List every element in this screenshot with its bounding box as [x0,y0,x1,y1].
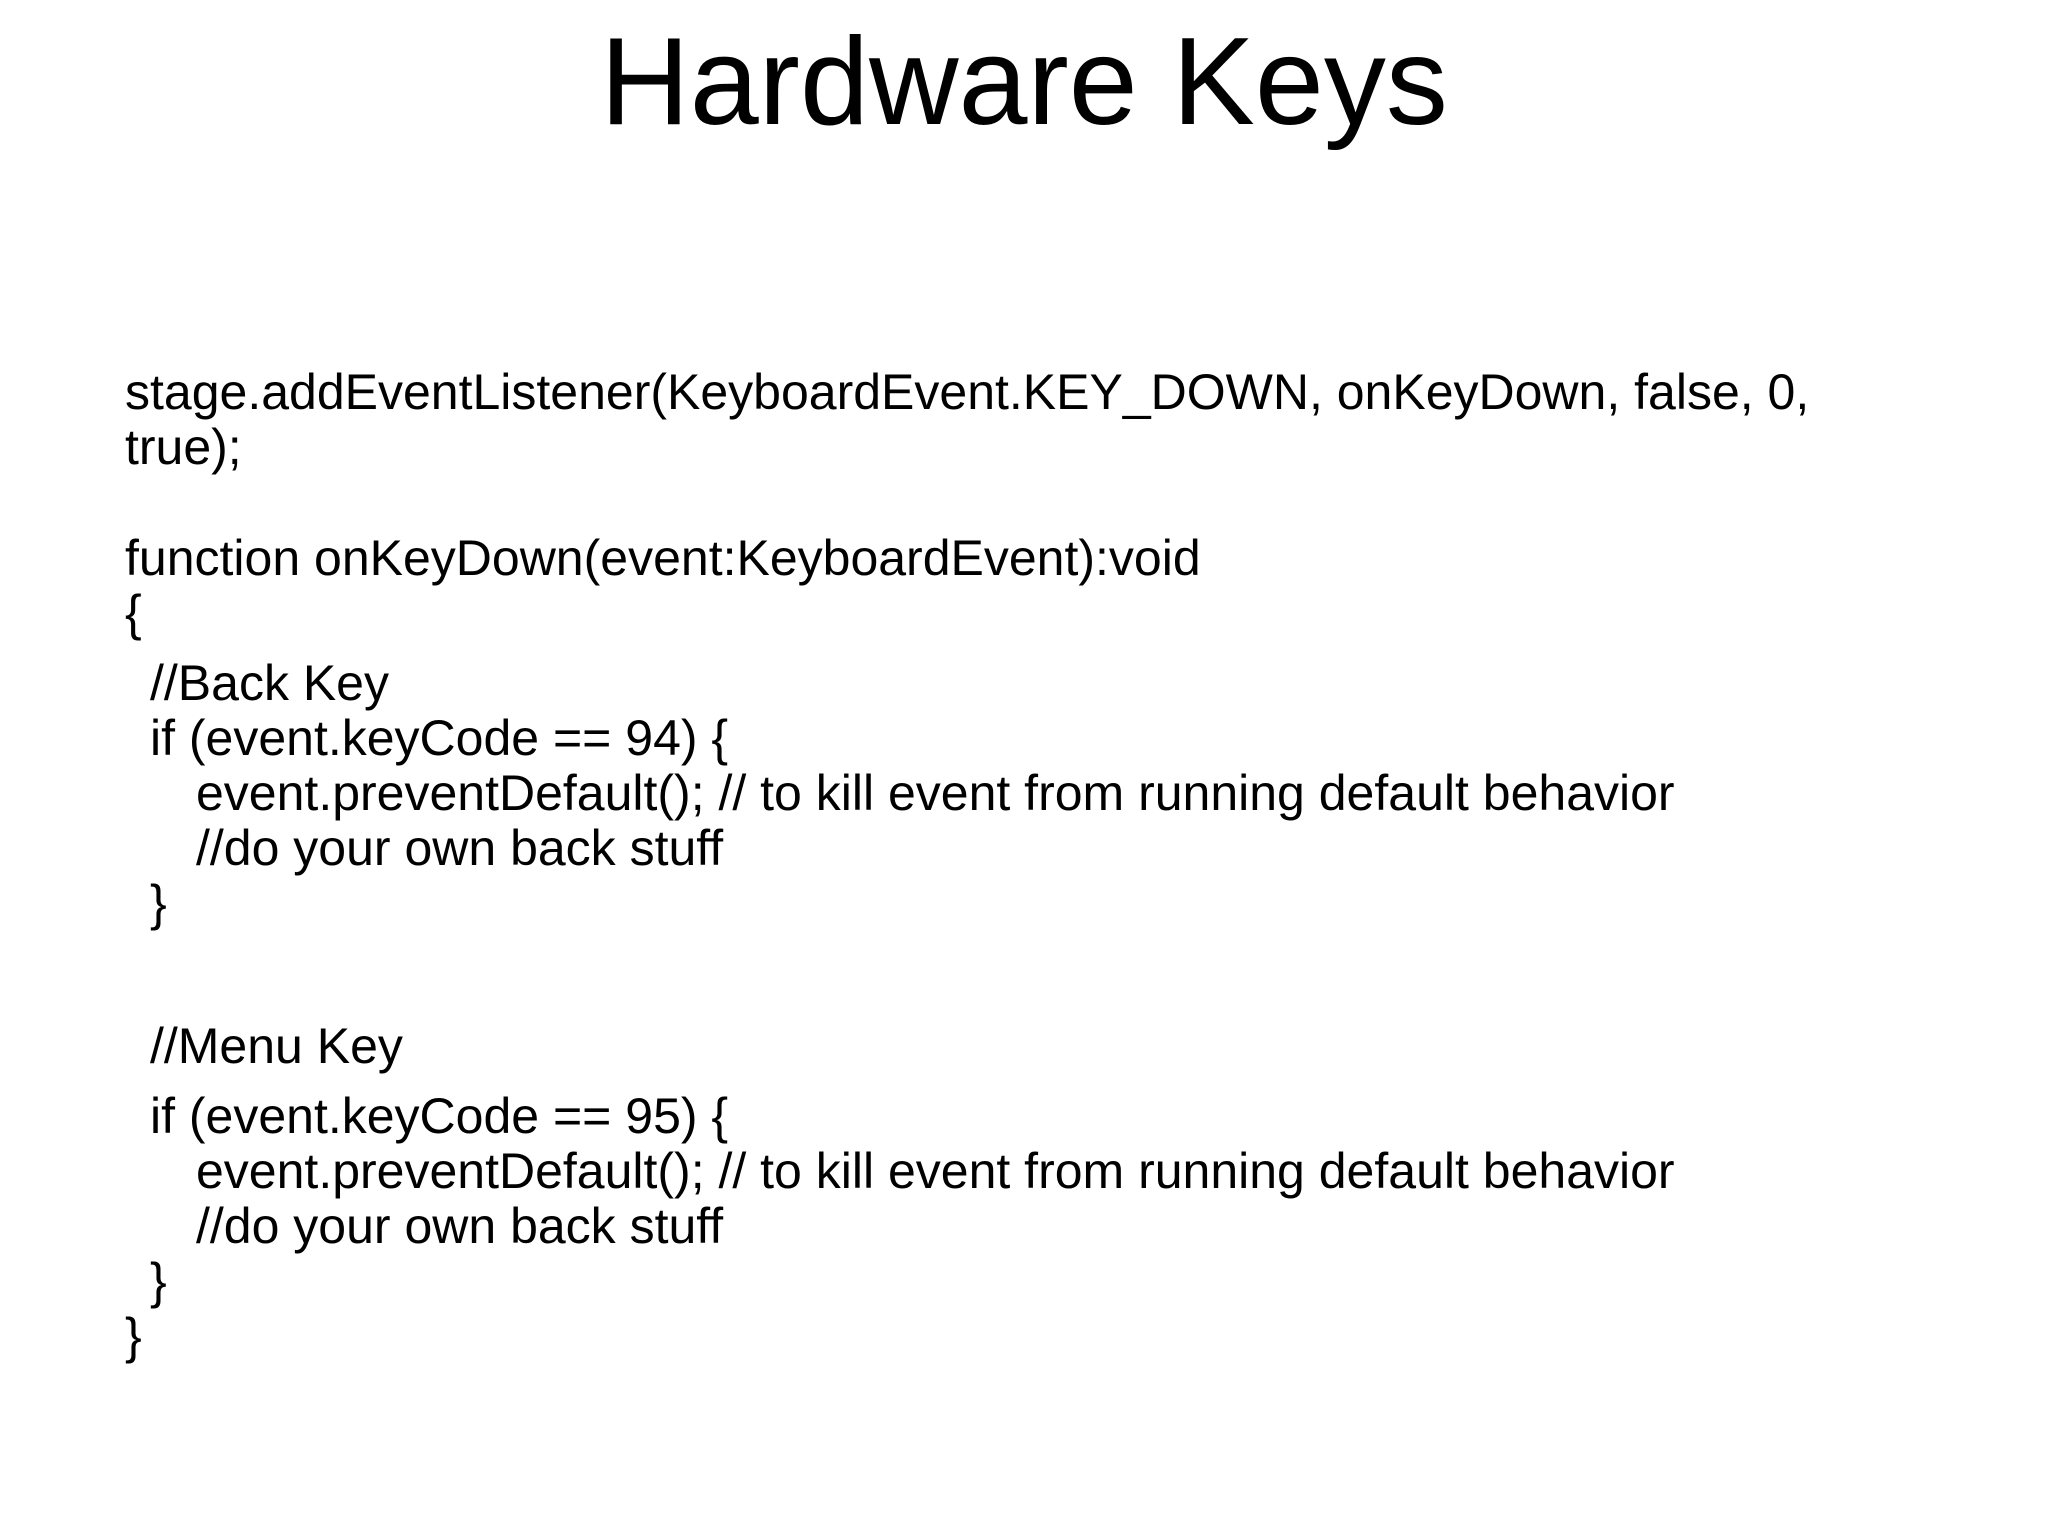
code-line: //Back Key [150,655,389,711]
code-line: } [150,1253,167,1309]
code-line: if (event.keyCode == 94) { [150,710,729,766]
code-line: } [125,1308,142,1364]
code-line: { [125,585,142,641]
code-line: //do your own back stuff [196,820,724,876]
code-line: true); [125,419,242,475]
code-block: stage.addEventListener(KeyboardEvent.KEY… [125,365,1809,1364]
code-line: //do your own back stuff [196,1198,724,1254]
code-line: stage.addEventListener(KeyboardEvent.KEY… [125,364,1810,420]
code-line: event.preventDefault(); // to kill event… [196,765,1675,821]
code-line: } [150,875,167,931]
code-line: if (event.keyCode == 95) { [150,1088,729,1144]
code-line: //Menu Key [150,1018,403,1074]
code-line: function onKeyDown(event:KeyboardEvent):… [125,530,1201,586]
code-line: event.preventDefault(); // to kill event… [196,1143,1675,1199]
page-title: Hardware Keys [600,13,1448,151]
